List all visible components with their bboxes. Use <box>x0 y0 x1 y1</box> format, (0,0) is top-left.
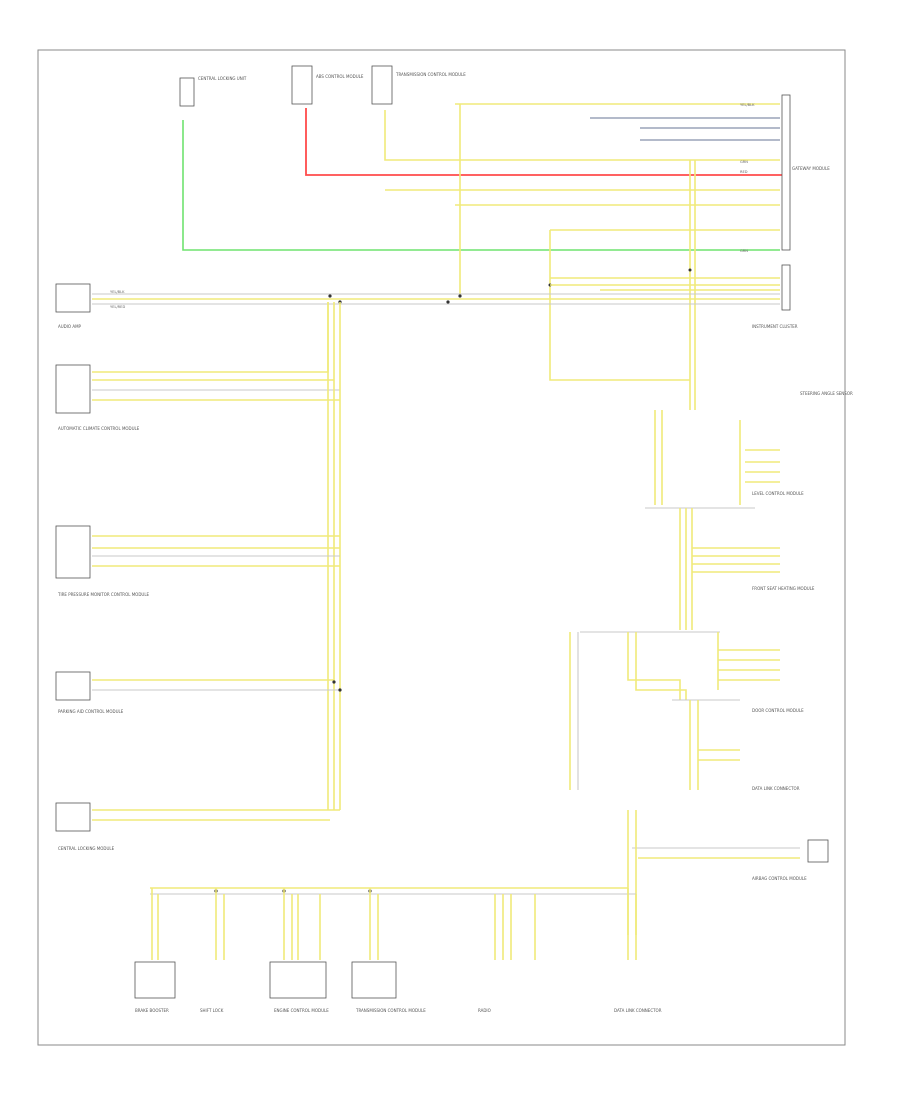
right-components: GATEWAY MODULE INSTRUMENT CLUSTER STEERI… <box>752 94 853 881</box>
tire-pressure-label: TIRE PRESSURE MONITOR CONTROL MODULE <box>57 592 150 597</box>
bottom-components: BRAKE BOOSTER SHIFT LOCK ENGINE CONTROL … <box>134 961 662 1013</box>
left-components: AUDIO AMP AUTOMATIC CLIMATE CONTROL MODU… <box>55 283 150 851</box>
diagram-frame <box>37 49 846 1046</box>
data-link-bottom-label: DATA LINK CONNECTOR <box>614 1008 662 1013</box>
green-wire <box>182 120 780 251</box>
level-control-label: LEVEL CONTROL MODULE <box>752 491 804 496</box>
red-wire <box>305 108 782 176</box>
parking-aid-label: PARKING AID CONTROL MODULE <box>58 709 124 714</box>
climate-control-label: AUTOMATIC CLIMATE CONTROL MODULE <box>58 426 140 431</box>
wire-label-grn-2: GRN <box>740 249 748 253</box>
wire-label-red: RED <box>740 170 748 174</box>
abs-module-box <box>291 65 313 105</box>
bus-label-2: YEL/RED <box>110 305 125 309</box>
airbag-label: AIRBAG CONTROL MODULE <box>752 876 807 881</box>
middle-right <box>569 410 800 935</box>
main-bus: YEL/BLK YEL/RED <box>92 277 780 309</box>
central-locking-box <box>179 77 195 107</box>
top-components: CENTRAL LOCKING UNIT ABS CONTROL MODULE … <box>179 65 466 107</box>
central-locking-label: CENTRAL LOCKING UNIT <box>198 76 247 81</box>
bottom-bus <box>150 887 637 960</box>
data-link-label: DATA LINK CONNECTOR <box>752 786 800 791</box>
steering-angle-label: STEERING ANGLE SENSOR <box>800 391 853 396</box>
transmission-control-label: TRANSMISSION CONTROL MODULE <box>355 1008 426 1013</box>
brake-booster-label: BRAKE BOOSTER <box>135 1008 169 1013</box>
transmission-module-box <box>371 65 393 105</box>
gateway-label: GATEWAY MODULE <box>792 166 830 171</box>
abs-module-label: ABS CONTROL MODULE <box>316 74 364 79</box>
door-module-label: DOOR CONTROL MODULE <box>752 708 804 713</box>
front-seat-heat-label: FRONT SEAT HEATING MODULE <box>752 586 815 591</box>
shift-lock-label: SHIFT LOCK <box>200 1008 224 1013</box>
instrument-cluster-label: INSTRUMENT CLUSTER <box>752 324 798 329</box>
transmission-module-label: TRANSMISSION CONTROL MODULE <box>395 72 466 77</box>
central-lock-right-label: CENTRAL LOCKING MODULE <box>58 846 115 851</box>
wire-label-yel-blk: YEL/BLK <box>740 103 755 107</box>
radio-label: RADIO <box>478 1008 491 1013</box>
engine-control-label: ENGINE CONTROL MODULE <box>274 1008 329 1013</box>
left-wiring <box>92 302 342 821</box>
bus-label-1: YEL/BLK <box>110 290 125 294</box>
top-wiring: YEL/BLK GRN RED GRN <box>182 103 782 410</box>
wire-label-grn: GRN <box>740 160 748 164</box>
audio-amp-label: AUDIO AMP <box>58 324 82 329</box>
